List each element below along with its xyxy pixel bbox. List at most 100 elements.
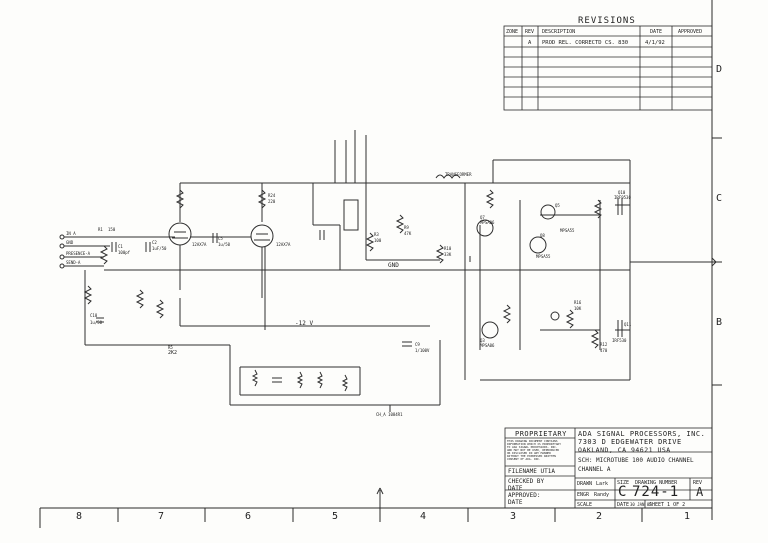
rev-value: A — [696, 485, 704, 499]
r1-label: R1 — [98, 227, 103, 232]
c9-label: C9 — [415, 342, 420, 347]
r3-value: 100 — [374, 238, 382, 243]
proprietary-line: WITHOUT THE EXPRESSED WRITTEN — [507, 454, 556, 458]
c1-value: 100pf — [118, 250, 131, 255]
proprietary-heading: PROPRIETARY — [515, 430, 567, 438]
q8-label: Q8 — [540, 233, 545, 238]
r10-label: R10 — [444, 246, 452, 251]
zone-7: 7 — [158, 511, 165, 522]
revisions-table — [503, 25, 713, 111]
v1-tube — [168, 222, 192, 246]
size-label: SIZE — [617, 480, 630, 486]
filename: FILENAME UT1A — [508, 468, 555, 475]
q10-label: Q10 — [618, 190, 626, 195]
proprietary-line: CONSENT OF ADA. INC. — [507, 457, 541, 461]
r16-value: 10K — [574, 306, 582, 311]
c1-label: C1 — [118, 244, 123, 249]
board-reference: CH_A 1084R1 — [376, 412, 403, 417]
checked-by-label: CHECKED BY — [508, 478, 545, 485]
v2-tube — [250, 224, 274, 248]
q11-value: IRF530 — [612, 338, 627, 343]
rev-header-description: DESCRIPTION — [542, 29, 576, 35]
q8-value: MPSA55 — [536, 254, 551, 259]
rev-row-date: 4/1/92 — [645, 40, 665, 46]
checked-date-label: DATE — [508, 485, 523, 492]
r5-label: R5 — [168, 345, 173, 350]
zone-b: B — [716, 317, 723, 328]
zone-3: 3 — [510, 511, 517, 522]
r12-value: 470 — [600, 348, 608, 353]
date2-value: 30 JAN 88 — [630, 502, 652, 507]
rev-header-rev: REV — [525, 29, 535, 35]
r16-label: R16 — [574, 300, 582, 305]
zone-8: 8 — [76, 511, 83, 522]
zone-6: 6 — [245, 511, 252, 522]
r12-label: R12 — [600, 342, 608, 347]
proprietary-line: INFORMATION WHICH IS PROPRIETARY — [507, 442, 561, 446]
q5-label: Q5 — [555, 203, 560, 208]
q3-transistor — [481, 321, 499, 339]
c18-value: 1u/50 — [90, 320, 103, 325]
send-label: SEND-A — [66, 260, 81, 265]
company-address-2: OAKLAND, CA 94621 USA — [578, 446, 671, 454]
v1-label: 12AX7A — [192, 242, 207, 247]
rev-label: REV — [693, 480, 703, 486]
zone-2: 2 — [596, 511, 603, 522]
proprietary-notice: THIS DRAWING DOCUMENT CONTAINS INFORMATI… — [507, 440, 561, 461]
proprietary-line: AND MAY NOT BE USED, REPRODUCED — [507, 448, 560, 452]
drawn-value: Lark — [596, 481, 609, 487]
rev-row-description: PROD REL. CORRECTD CS. 830 — [542, 40, 629, 46]
sheet-number: SHEET 1 OF 2 — [649, 502, 686, 508]
approved-date-label: DATE — [508, 499, 523, 506]
bias-trimmer-icon — [550, 311, 560, 321]
transformer-label: TRANSFORMER — [445, 172, 472, 177]
r9-label: R9 — [404, 225, 409, 230]
presence-label: PRESENCE-A — [66, 251, 91, 256]
q11-label: Q11 — [624, 322, 632, 327]
r5-value: 2K2 — [168, 350, 178, 356]
zone-d: D — [716, 64, 723, 75]
q5-value: MPSA55 — [560, 228, 575, 233]
zone-c: C — [716, 193, 723, 204]
c2-label: C2 — [152, 240, 157, 245]
proprietary-line: OR DISCLOSED IN ANY MANNER — [507, 451, 551, 455]
input-gnd-label: GND — [66, 240, 74, 245]
r9-value: 47K — [404, 231, 412, 236]
title-block — [504, 427, 713, 509]
zone-4: 4 — [420, 511, 427, 522]
rev-header-approved: APPROVED — [678, 29, 703, 35]
company-name: ADA SIGNAL PROCESSORS, INC. — [578, 430, 706, 438]
zone-5: 5 — [332, 511, 339, 522]
q3-value: MPSA06 — [480, 343, 495, 348]
engr-label: ENGR — [577, 492, 590, 498]
company-address-1: 7303 D EDGEWATER DRIVE — [578, 438, 682, 446]
revisions-title: REVISIONS — [578, 16, 636, 26]
gnd-label: GND — [388, 262, 399, 269]
drawing-number-label: DRAWING NUMBER — [635, 480, 678, 486]
approved-label: APPROVED: — [508, 492, 541, 499]
date2-label: DATE — [617, 502, 630, 508]
q10-value: IRF9530 — [614, 195, 631, 200]
q8-transistor — [529, 236, 547, 254]
v2-label: 12AX7A — [276, 242, 291, 247]
q7-transistor — [476, 219, 494, 237]
neg12v-label: -12 V — [295, 320, 314, 327]
r24-label: R24 — [268, 193, 276, 198]
sheet-title-2: CHANNEL A — [578, 466, 611, 473]
scale-label: SCALE — [577, 502, 593, 508]
q5-transistor — [540, 204, 556, 220]
c5-label: C5 — [218, 236, 223, 241]
circuit-wiring — [59, 130, 717, 508]
rev-header-date: DATE — [650, 29, 663, 35]
c9-value: 1/100V — [415, 348, 430, 353]
r1-value: 150 — [108, 227, 116, 232]
proprietary-line: THIS DRAWING DOCUMENT CONTAINS — [507, 439, 558, 443]
drawn-label: DRAWN — [577, 481, 593, 487]
r10-value: 33K — [444, 252, 452, 257]
q7-value: MPSA06 — [480, 220, 495, 225]
r24-value: 220 — [268, 199, 276, 204]
c18-label: C18 — [90, 313, 98, 318]
drawing-number: 724-1 — [632, 484, 680, 500]
